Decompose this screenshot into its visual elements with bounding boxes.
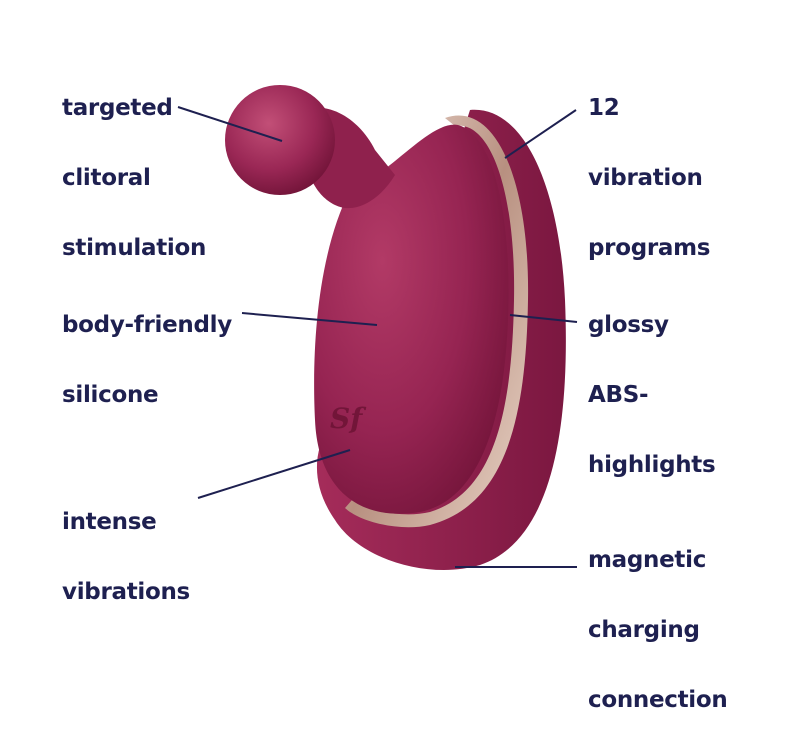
callout-line: highlights: [588, 452, 716, 478]
callout-line: vibration: [588, 165, 703, 191]
callout-line: silicone: [62, 382, 159, 408]
callout-line: targeted: [62, 95, 173, 121]
callout-line: glossy: [588, 312, 669, 338]
callout-line: stimulation: [62, 235, 207, 261]
callout-line: 12: [588, 95, 620, 121]
callout-line: body-friendly: [62, 312, 232, 338]
callout-glossy-abs-highlights: glossy ABS- highlights: [588, 273, 716, 518]
leader-line-clitoral: [177, 106, 283, 142]
callout-line: intense: [62, 509, 157, 535]
leader-line-vibrations: [197, 449, 351, 499]
callout-line: magnetic: [588, 547, 707, 573]
leader-line-silicone: [241, 312, 378, 326]
callout-intense-vibrations: intense vibrations: [62, 470, 190, 645]
callout-line: vibrations: [62, 579, 190, 605]
callout-line: charging: [588, 617, 700, 643]
callout-line: connection: [588, 687, 728, 713]
callout-targeted-clitoral-stimulation: targeted clitoral stimulation: [62, 56, 206, 301]
leader-line-abs: [509, 314, 578, 323]
callout-body-friendly-silicone: body-friendly silicone: [62, 273, 232, 448]
brand-logo: Sf: [330, 402, 367, 435]
callout-magnetic-charging-connection: magnetic charging connection: [588, 508, 728, 753]
callout-12-vibration-programs: 12 vibration programs: [588, 56, 711, 301]
callout-line: clitoral: [62, 165, 151, 191]
leader-line-programs: [504, 109, 577, 159]
callout-line: ABS-: [588, 382, 649, 408]
product-illustration: Sf: [177, 85, 578, 570]
device-front-body: [314, 124, 509, 514]
callout-line: programs: [588, 235, 711, 261]
